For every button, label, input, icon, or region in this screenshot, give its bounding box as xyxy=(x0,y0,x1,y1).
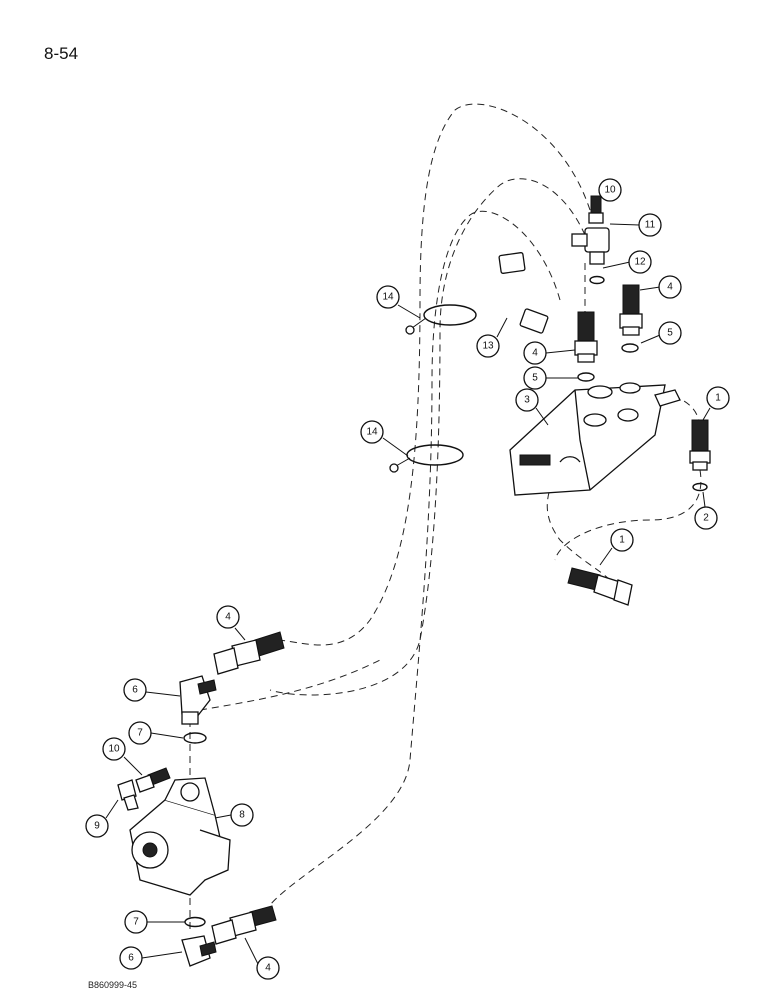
svg-text:4: 4 xyxy=(225,612,231,623)
svg-text:1: 1 xyxy=(619,535,625,546)
svg-text:14: 14 xyxy=(366,427,378,438)
adapter-fitting-4-upper xyxy=(619,284,643,336)
callout-5-upper-right: 5 xyxy=(658,321,682,345)
svg-text:11: 11 xyxy=(645,220,656,231)
adapter-fitting-1-right xyxy=(689,419,711,471)
svg-text:13: 13 xyxy=(482,341,494,352)
svg-text:5: 5 xyxy=(532,373,538,384)
svg-text:10: 10 xyxy=(604,185,616,196)
hose-route-outer xyxy=(274,103,591,646)
swivel-fitting-1-lower xyxy=(567,567,633,606)
svg-text:14: 14 xyxy=(382,292,394,303)
o-ring-7-lower xyxy=(184,916,206,928)
nipple-fitting-10-lower xyxy=(135,767,171,793)
hose-clamp-upper xyxy=(405,304,477,335)
svg-text:4: 4 xyxy=(532,348,538,359)
tee-fitting-9 xyxy=(117,779,139,811)
hose-route-right2 xyxy=(554,469,702,561)
callout-4-pump-lower: 4 xyxy=(256,956,280,980)
callout-7-lower: 7 xyxy=(124,910,148,934)
callout-11: 11 xyxy=(638,213,662,237)
svg-text:6: 6 xyxy=(132,685,138,696)
hose-routes xyxy=(189,103,702,930)
tube-assembly xyxy=(464,252,549,334)
svg-text:9: 9 xyxy=(94,821,100,832)
elbow-fitting-6-upper xyxy=(179,675,217,725)
callout-4-pump-upper: 4 xyxy=(216,605,240,629)
svg-text:8: 8 xyxy=(239,810,245,821)
callout-1-right: 1 xyxy=(706,386,730,410)
callout-10-lower: 10 xyxy=(102,737,126,761)
adapter-fitting-4-mid xyxy=(574,311,598,363)
hydraulic-pump xyxy=(129,777,231,896)
hose-route-inner xyxy=(269,210,561,906)
o-ring-7-upper xyxy=(183,732,207,744)
callout-2: 2 xyxy=(694,506,718,530)
svg-text:1: 1 xyxy=(715,393,721,404)
svg-text:4: 4 xyxy=(667,282,673,293)
callout-4-mid: 4 xyxy=(523,341,547,365)
svg-text:4: 4 xyxy=(265,963,271,974)
svg-text:7: 7 xyxy=(133,917,139,928)
svg-text:10: 10 xyxy=(108,744,120,755)
hose-route-middle xyxy=(269,178,586,696)
nipple-fitting-10-upper xyxy=(588,195,604,224)
callout-3: 3 xyxy=(515,388,539,412)
callout-9: 9 xyxy=(85,814,109,838)
callout-7-upper: 7 xyxy=(128,721,152,745)
o-ring-2 xyxy=(692,482,708,492)
swivel-fitting-4-lower xyxy=(211,905,277,945)
page-number: 8-54 xyxy=(44,44,79,63)
callout-13: 13 xyxy=(476,334,500,358)
callout-14-upper: 14 xyxy=(376,285,400,309)
callout-6-lower: 6 xyxy=(119,946,143,970)
o-ring-5-upper xyxy=(621,343,639,353)
o-ring-12 xyxy=(589,275,605,285)
callout-5-mid: 5 xyxy=(523,366,547,390)
callout-1-lower: 1 xyxy=(610,528,634,552)
callout-14-lower: 14 xyxy=(360,420,384,444)
hose-clamp-lower xyxy=(389,444,464,473)
svg-text:12: 12 xyxy=(634,257,646,268)
steering-valve xyxy=(509,382,681,496)
svg-text:2: 2 xyxy=(703,513,709,524)
callout-6-upper: 6 xyxy=(123,678,147,702)
svg-text:5: 5 xyxy=(667,328,673,339)
tee-fitting-11 xyxy=(571,227,610,265)
figure-id: B860999-45 xyxy=(88,980,138,990)
elbow-fitting-6-lower xyxy=(181,935,217,967)
svg-text:7: 7 xyxy=(137,728,143,739)
swivel-fitting-4-upper-left xyxy=(213,631,285,675)
svg-text:3: 3 xyxy=(524,395,530,406)
callout-12: 12 xyxy=(628,250,652,274)
callout-10-top: 10 xyxy=(598,178,622,202)
o-ring-5-mid xyxy=(577,372,595,382)
callout-8: 8 xyxy=(230,803,254,827)
callout-4-upper-right: 4 xyxy=(658,275,682,299)
svg-text:6: 6 xyxy=(128,953,134,964)
